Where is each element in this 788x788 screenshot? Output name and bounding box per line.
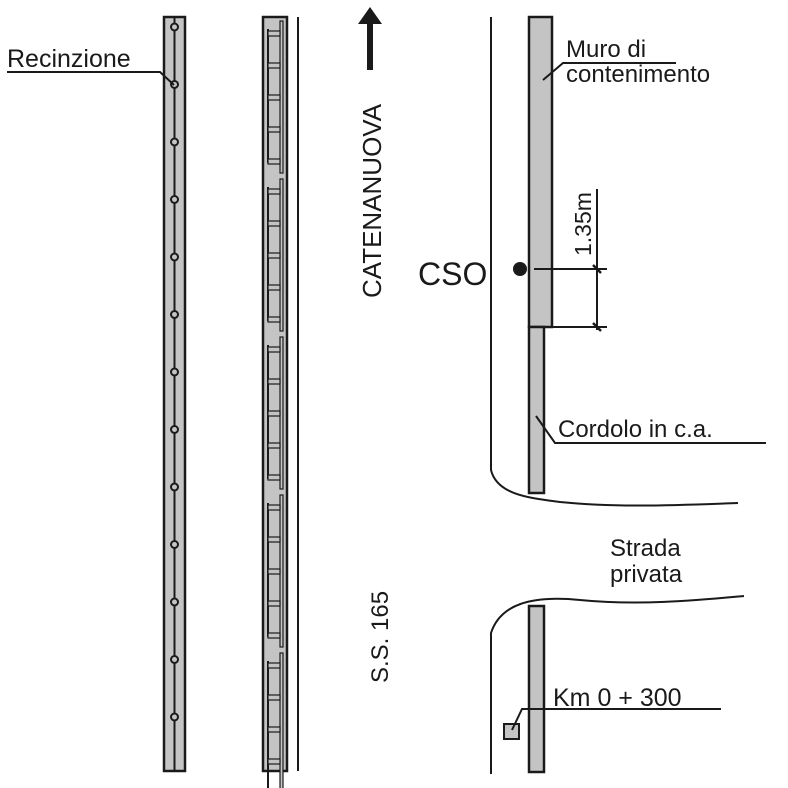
guardrail-post (267, 62, 281, 69)
milestone-marker-icon (503, 723, 520, 740)
highway-label: S.S. 165 (367, 591, 394, 683)
guardrail-post (267, 694, 281, 701)
direction-label: CATENANUOVA (357, 103, 387, 298)
guardrail-post (267, 158, 281, 165)
guardrail-post (267, 632, 281, 639)
guardrail-post (267, 758, 281, 765)
fence-post (170, 22, 179, 32)
dimension-marker: 1.35m (529, 189, 607, 332)
fence-post (170, 597, 179, 607)
retaining-wall-label-1: Muro di (566, 36, 646, 63)
road-edge-upper (490, 17, 739, 507)
milestone-leader (511, 708, 721, 731)
direction-arrow-head-icon (358, 7, 382, 24)
dimension-tick-bottom (592, 322, 602, 332)
fence-label: Recinzione (7, 45, 131, 73)
fence-post (170, 712, 179, 722)
private-road-label-2: privata (610, 561, 683, 588)
guardrail-post (267, 126, 281, 133)
guardrail-post (267, 188, 281, 195)
fence-post (170, 195, 179, 204)
dimension-tick-top (592, 264, 602, 274)
guardrail-post (267, 568, 281, 575)
retaining-wall-leader (542, 62, 676, 81)
fence-post (170, 482, 179, 492)
guardrail-post (267, 316, 281, 323)
dimension-label: 1.35m (570, 192, 596, 256)
retaining-wall (527, 15, 554, 329)
fence-post (170, 425, 179, 434)
curb-leader (535, 415, 766, 444)
milestone-label: Km 0 + 300 (553, 684, 682, 712)
fence-post (170, 540, 179, 549)
guardrail-post (267, 346, 281, 353)
fence-post (170, 367, 179, 377)
cso-label: CSO (418, 256, 487, 292)
guardrail-post (267, 220, 281, 227)
fence-post (170, 252, 179, 262)
fence-post (170, 137, 179, 147)
cso-point-icon (513, 262, 527, 276)
fence-post (170, 655, 179, 664)
curb-label: Cordolo in c.a. (558, 416, 713, 443)
fence-post (170, 310, 179, 319)
lower-curb (527, 604, 546, 774)
fence-posts (170, 22, 179, 722)
guardrail-post (267, 378, 281, 385)
guardrail-post (267, 442, 281, 449)
guardrail-post (267, 726, 281, 733)
guardrail-post (267, 536, 281, 543)
guardrail-post (267, 410, 281, 417)
guardrail-post (267, 252, 281, 259)
guardrail-post (267, 474, 281, 481)
retaining-wall-label-2: contenimento (566, 61, 710, 88)
fence-strip (162, 15, 187, 773)
guardrail-post (267, 662, 281, 669)
curb (527, 325, 546, 495)
guardrail-strip (261, 15, 289, 788)
road-edge-lower (490, 595, 745, 774)
guardrail-segments (267, 20, 284, 788)
guardrail-post (267, 600, 281, 607)
fence-leader-line (7, 71, 175, 86)
guardrail-rail (279, 652, 284, 788)
guardrail-post (267, 30, 281, 37)
guardrail-post (267, 284, 281, 291)
guardrail-post (267, 94, 281, 101)
direction-indicator: CATENANUOVA (357, 7, 387, 298)
private-road-label-1: Strada (610, 535, 681, 562)
guardrail-post (267, 504, 281, 511)
